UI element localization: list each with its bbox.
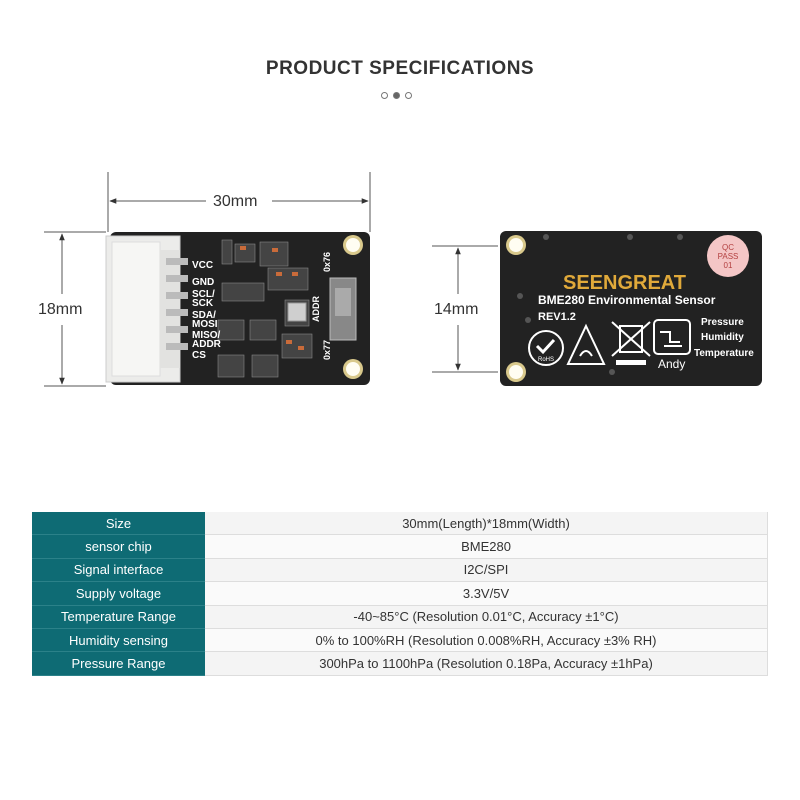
spec-key: Supply voltage bbox=[32, 581, 205, 606]
qc-stamp-line-3: 01 bbox=[724, 261, 733, 270]
spec-value: I2C/SPI bbox=[205, 558, 768, 583]
qc-stamp-line-2: PASS bbox=[718, 252, 739, 261]
signature: Andy bbox=[658, 357, 685, 371]
addr-0x77-label: 0x77 bbox=[322, 340, 332, 360]
spec-key: Signal interface bbox=[32, 558, 205, 583]
pin-label-mosi: MOSI bbox=[192, 319, 218, 330]
circuit-logo-icon bbox=[653, 319, 691, 355]
spec-key: sensor chip bbox=[32, 534, 205, 559]
length-dimension-line bbox=[107, 172, 371, 232]
esd-warning-icon bbox=[566, 323, 606, 365]
pin-label-miso: MISO/ bbox=[192, 330, 221, 341]
spec-value: 0% to 100%RH (Resolution 0.008%RH, Accur… bbox=[205, 628, 768, 653]
brand-logo: SEENGREAT bbox=[563, 272, 686, 294]
weee-bin-icon bbox=[611, 321, 651, 365]
pin-label-cs: CS bbox=[192, 350, 206, 361]
addr-side-label: ADDR bbox=[311, 296, 321, 322]
spec-key: Humidity sensing bbox=[32, 628, 205, 653]
hole-spacing-dimension-line bbox=[432, 245, 498, 373]
pin-label-gnd: GND bbox=[192, 277, 214, 288]
hole-spacing-dimension-label: 14mm bbox=[434, 301, 479, 318]
pin-label-sda: SDA/ bbox=[192, 310, 216, 321]
spec-value: 30mm(Length)*18mm(Width) bbox=[205, 512, 768, 536]
board-illustration: VCC GND SCL/ SCK SDA/ MOSI MISO/ ADDR CS… bbox=[44, 172, 762, 387]
pin-label-sck: SCK bbox=[192, 298, 214, 309]
pin-label-addr: ADDR bbox=[192, 339, 222, 350]
board-back: QC PASS 01 SEENGREAT BME280 Environmenta… bbox=[500, 231, 762, 386]
feature-pressure: Pressure bbox=[701, 317, 744, 328]
feature-humidity: Humidity bbox=[701, 332, 744, 343]
spec-key: Size bbox=[32, 512, 205, 536]
spec-key: Temperature Range bbox=[32, 605, 205, 629]
qc-stamp-line-1: QC bbox=[722, 243, 734, 252]
feature-temperature: Temperature bbox=[694, 348, 754, 359]
pin-label-vcc: VCC bbox=[192, 260, 213, 271]
length-dimension-label: 30mm bbox=[213, 193, 258, 210]
spec-value: -40~85°C (Resolution 0.01°C, Accuracy ±1… bbox=[205, 605, 768, 629]
carousel-dot-3[interactable] bbox=[405, 92, 412, 99]
width-dimension-line bbox=[44, 231, 106, 387]
spec-value: 300hPa to 1100hPa (Resolution 0.18Pa, Ac… bbox=[205, 651, 768, 676]
carousel-indicator bbox=[381, 92, 412, 99]
width-dimension-label: 18mm bbox=[38, 301, 83, 318]
pin-label-scl: SCL/ bbox=[192, 289, 215, 300]
spec-value: BME280 bbox=[205, 534, 768, 559]
board-front: VCC GND SCL/ SCK SDA/ MOSI MISO/ ADDR CS… bbox=[105, 232, 370, 385]
product-name: BME280 Environmental Sensor bbox=[538, 293, 716, 307]
revision-label: REV1.2 bbox=[538, 311, 576, 323]
spec-value: 3.3V/5V bbox=[205, 581, 768, 606]
rohs-label: RoHS bbox=[538, 357, 554, 363]
page-title: PRODUCT SPECIFICATIONS bbox=[265, 58, 535, 79]
spec-key: Pressure Range bbox=[32, 651, 205, 676]
addr-0x76-label: 0x76 bbox=[322, 252, 332, 272]
rohs-icon: RoHS bbox=[528, 330, 564, 366]
spec-row: Temperature Range-40~85°C (Resolution 0.… bbox=[32, 605, 768, 629]
carousel-dot-1[interactable] bbox=[381, 92, 388, 99]
carousel-dot-2[interactable] bbox=[393, 92, 400, 99]
